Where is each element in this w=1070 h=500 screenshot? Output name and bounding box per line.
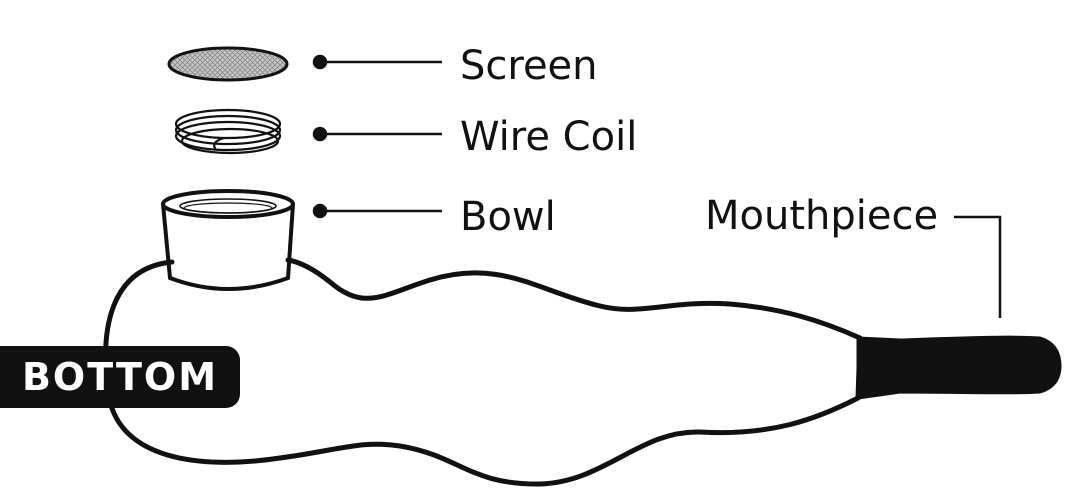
- mouthpiece-label: Mouthpiece: [705, 193, 939, 239]
- bowl-label: Bowl: [460, 194, 556, 240]
- pipe-body-outline: [103, 257, 863, 487]
- mouthpiece: [856, 335, 1062, 400]
- wire-coil-label: Wire Coil: [460, 114, 638, 160]
- leader-lines: [312, 54, 1002, 318]
- screen-part: [167, 46, 289, 82]
- wire-coil-part: [174, 108, 282, 155]
- mouthpiece-leader-line: [954, 215, 1002, 318]
- bottom-badge: BOTTOM: [0, 346, 240, 408]
- screen-label: Screen: [460, 43, 598, 89]
- bowl-part: [161, 189, 295, 291]
